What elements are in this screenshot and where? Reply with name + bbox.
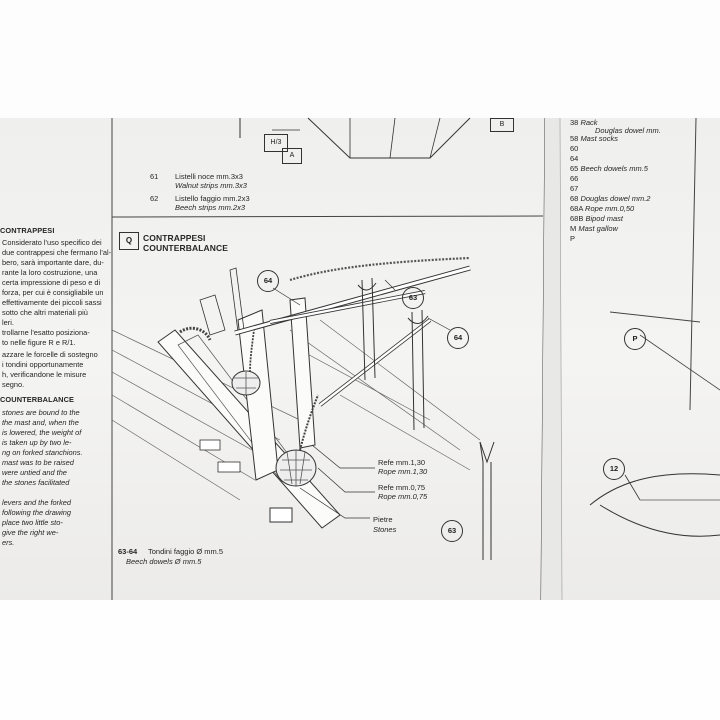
list-item: Douglas dowel mm. xyxy=(595,126,661,135)
body-line: segno. xyxy=(2,380,25,389)
body-line: bero, sarà importante dare, du- xyxy=(2,258,104,267)
rope-label-en: Rope mm.1,30 xyxy=(378,467,428,476)
list-item: 60 xyxy=(570,144,579,153)
body-line: give the right we- xyxy=(2,528,59,537)
footer-desc-it: Tondini faggio Ø mm.5 xyxy=(148,547,224,556)
stones-label-en: Stones xyxy=(373,525,397,534)
callout-64: 64 xyxy=(447,327,469,349)
list-item: 67 xyxy=(570,184,579,193)
body-line: ng on forked stanchions. xyxy=(2,448,83,457)
body-line: ers. xyxy=(2,538,15,547)
stones-label-it: Pietre xyxy=(373,515,393,524)
instruction-sheet xyxy=(0,118,720,602)
footer-part-number: 63-64 xyxy=(118,547,138,556)
list-item: 65 Beech dowels mm.5 xyxy=(570,164,648,173)
figure-title-it: CONTRAPPESI xyxy=(143,233,206,243)
body-line: stones are bound to the xyxy=(2,408,80,417)
section-heading-counterbalance: COUNTERBALANCE xyxy=(0,395,75,404)
callout-12: 12 xyxy=(603,458,625,480)
part-desc-en: Walnut strips mm.3x3 xyxy=(175,181,247,190)
body-line: azzare le forcelle di sostegno xyxy=(2,350,98,359)
rope-label-en: Rope mm.0,75 xyxy=(378,492,428,501)
section-heading-contrappesi: CONTRAPPESI xyxy=(0,226,55,235)
body-line: sotto che altri materiali più xyxy=(2,308,88,317)
list-item: 64 xyxy=(570,154,579,163)
part-number: 62 xyxy=(150,194,159,203)
list-item: 68 Douglas dowel mm.2 xyxy=(570,194,651,203)
list-item: 68A Rope mm.0,50 xyxy=(570,204,635,213)
list-item: 66 xyxy=(570,174,579,183)
body-line: rante la loro costruzione, una xyxy=(2,268,98,277)
box-label-b: B xyxy=(490,118,514,132)
body-line: levers and the forked xyxy=(2,498,72,507)
callout-64: 64 xyxy=(257,270,279,292)
body-line: mast was to be raised xyxy=(2,458,74,467)
part-number: 61 xyxy=(150,172,159,181)
part-desc-it: Listelli noce mm.3x3 xyxy=(175,172,243,181)
rope-label-it: Refe mm.1,30 xyxy=(378,458,426,467)
body-line: place two little sto- xyxy=(2,518,63,527)
part-desc-en: Beech strips mm.2x3 xyxy=(175,203,246,212)
body-line: following the drawing xyxy=(2,508,72,517)
body-line: were untied and the xyxy=(2,468,67,477)
part-desc-it: Listello faggio mm.2x3 xyxy=(175,194,250,203)
body-line: is taken up by two le- xyxy=(2,438,72,447)
body-line: i tondini opportunamente xyxy=(2,360,84,369)
body-line: the stones facilitated xyxy=(2,478,70,487)
background-top xyxy=(0,0,720,118)
box-label-h3: H/3 xyxy=(264,134,288,152)
body-line: effettivamente dei piccoli sassi xyxy=(2,298,102,307)
box-label-a: A xyxy=(282,148,302,164)
callout-63: 63 xyxy=(441,520,463,542)
body-line: the mast and, when the xyxy=(2,418,79,427)
body-line: leri. xyxy=(2,318,14,327)
body-line: h, verificandone le misure xyxy=(2,370,87,379)
list-item: 68B Bipod mast xyxy=(570,214,623,223)
callout-p: P xyxy=(624,328,646,350)
callout-63: 63 xyxy=(402,287,424,309)
body-line: Considerato l'uso specifico dei xyxy=(2,238,102,247)
list-item: P xyxy=(570,234,576,243)
list-item: 58 Mast socks xyxy=(570,134,618,143)
body-line: trollarne l'esatto posiziona- xyxy=(2,328,90,337)
figure-title-en: COUNTERBALANCE xyxy=(143,243,228,253)
figure-letter-q: Q xyxy=(119,232,139,250)
list-item: M Mast gallow xyxy=(570,224,618,233)
list-item: 38 Rack xyxy=(570,118,598,127)
body-line: is lowered, the weight of xyxy=(2,428,82,437)
body-line: certa impressione di peso e di xyxy=(2,278,101,287)
body-line: due contrappesi che fermano l'al- xyxy=(2,248,112,257)
footer-desc-en: Beech dowels Ø mm.5 xyxy=(126,557,202,566)
body-line: to nelle figure R e R/1. xyxy=(2,338,76,347)
rope-label-it: Refe mm.0,75 xyxy=(378,483,426,492)
body-line: forza, per cui è consigliabile un xyxy=(2,288,104,297)
background-bottom xyxy=(0,600,720,720)
